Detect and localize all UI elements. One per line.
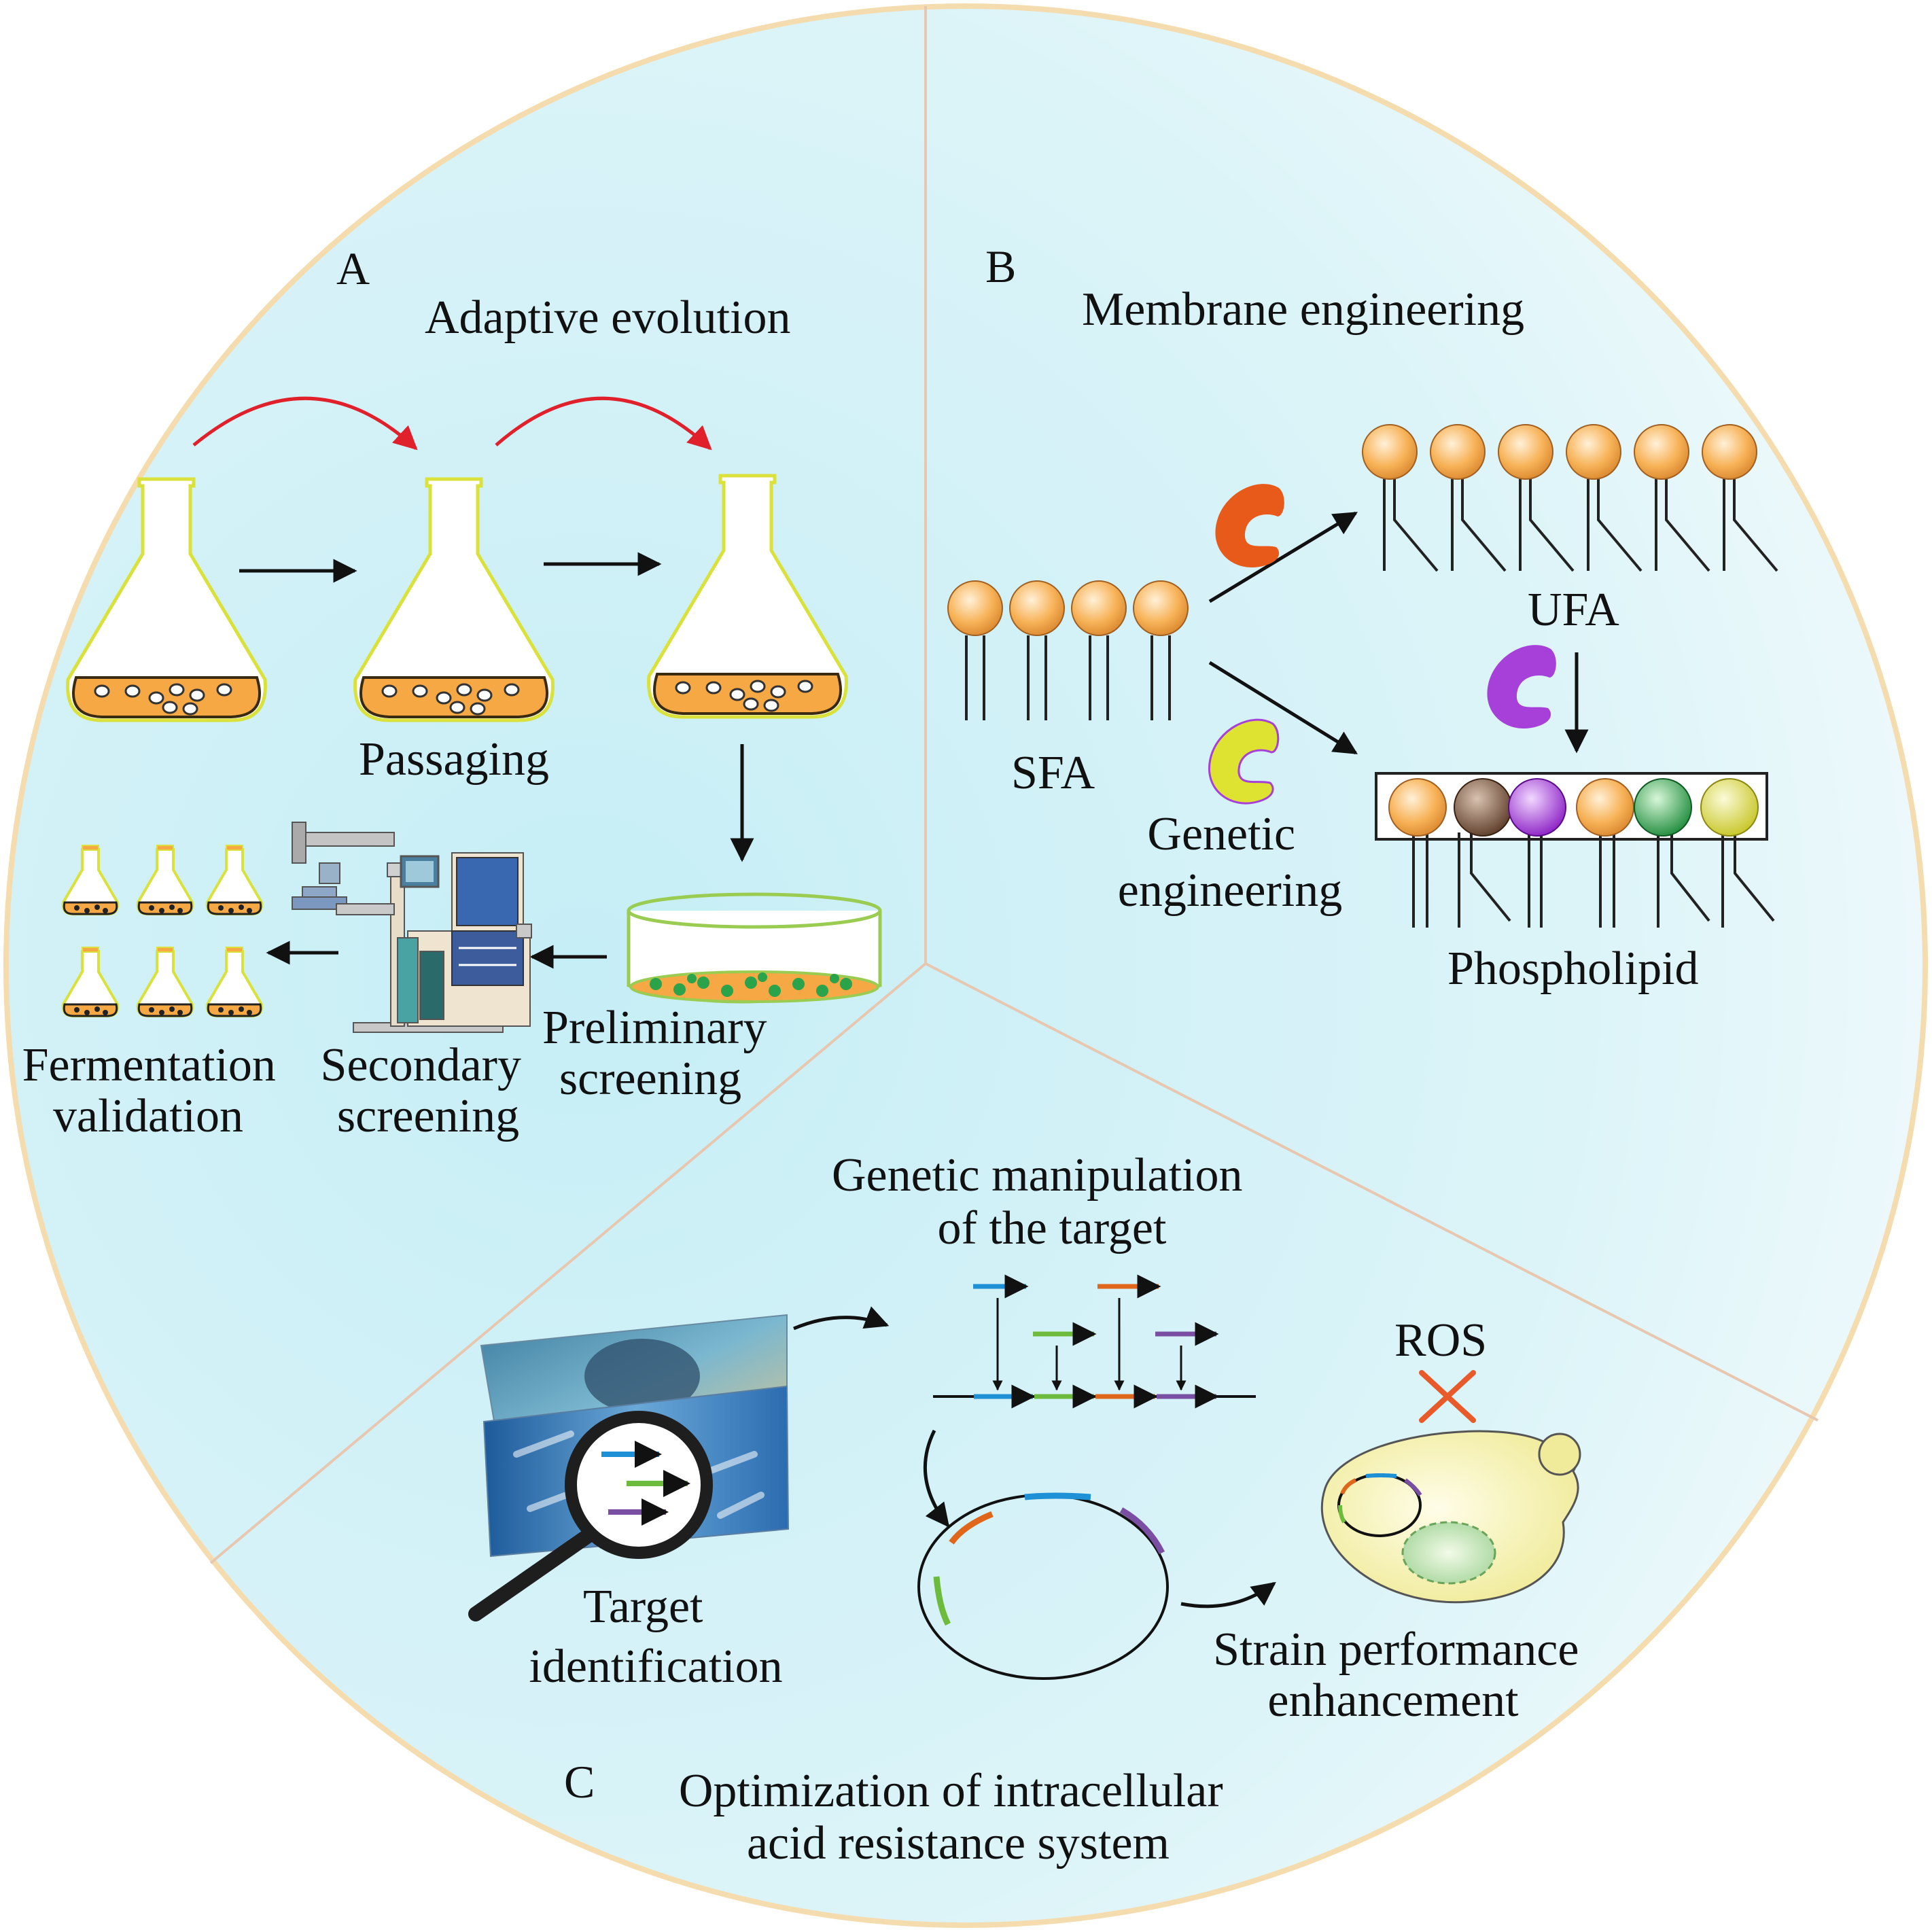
phospholipid-head-brown: [1454, 778, 1512, 837]
phospholipid-lipids: [1375, 772, 1775, 928]
fermentation-line-2: validation: [53, 1090, 243, 1142]
panel-c-title: Optimization of intracellular acid resis…: [679, 1765, 1235, 1869]
fermentation-label: Fermentation validation: [22, 1039, 288, 1142]
phospholipid-head-orange-1: [1388, 778, 1447, 837]
manipulation-label: Genetic manipulation of the target: [832, 1149, 1254, 1254]
ufa-lipids: [1362, 424, 1778, 572]
enzyme-yellow-icon: [1208, 718, 1280, 805]
red-curve-arrow-2: [495, 396, 712, 451]
sfa-lipids: [947, 580, 1189, 720]
phospholipid-head-purple: [1508, 778, 1566, 837]
ros-cross-icon: [1419, 1370, 1476, 1423]
flask-2: [353, 477, 555, 722]
arrow-target-to-manipulation: [793, 1306, 890, 1331]
passaging-label: Passaging: [359, 733, 549, 786]
panel-c-letter: C: [564, 1756, 595, 1808]
ros-label: ROS: [1394, 1314, 1487, 1367]
flask-3: [647, 474, 848, 719]
ufa-label: UFA: [1528, 584, 1619, 636]
enzyme-purple-icon: [1487, 645, 1556, 729]
panel-a-title: Adaptive evolution: [425, 292, 791, 344]
panel-c-title-line-2: acid resistance system: [747, 1817, 1170, 1869]
divider-right: [925, 962, 1819, 1422]
target-line-2: identification: [529, 1640, 782, 1693]
genetic-line-2: engineering: [1118, 864, 1342, 917]
plasmid: [917, 1492, 1169, 1680]
fermentation-line-1: Fermentation: [22, 1039, 276, 1091]
strain-line-2: enhancement: [1267, 1674, 1519, 1727]
preliminary-line-2: screening: [559, 1053, 741, 1105]
gene-insertion-scheme: [933, 1274, 1256, 1409]
strain-line-1: Strain performance: [1213, 1623, 1579, 1676]
phospholipid-head-orange-2: [1576, 778, 1634, 837]
yeast-nucleus: [1401, 1521, 1496, 1585]
panel-b-letter: B: [985, 241, 1016, 292]
panel-c-title-line-1: Optimization of intracellular: [679, 1765, 1223, 1817]
panel-c: Genetic manipulation of the target: [468, 1149, 1591, 1869]
preliminary-label: Preliminary screening: [542, 1002, 779, 1105]
sfa-label: SFA: [1011, 747, 1095, 799]
phospholipid-head-yellow: [1700, 778, 1759, 837]
arrow-sfa-to-ufa: [1208, 511, 1358, 603]
flask-1: [66, 477, 267, 722]
arrow-sfa-to-phospholipid: [1208, 661, 1358, 755]
panel-b-title: Membrane engineering: [1082, 283, 1524, 336]
screening-instrument: [292, 822, 532, 1033]
arrow-manipulation-to-plasmid: [923, 1429, 950, 1528]
yeast-cell: [1320, 1430, 1581, 1604]
panel-a-letter: A: [336, 243, 370, 294]
arrow-plasmid-to-cell: [1180, 1581, 1276, 1609]
small-flasks: [61, 845, 264, 1017]
target-label: Target identification: [529, 1581, 782, 1693]
manipulation-line-2: of the target: [938, 1202, 1167, 1254]
preliminary-line-1: Preliminary: [542, 1002, 767, 1054]
secondary-line-1: Secondary: [321, 1039, 521, 1091]
genetic-line-1: Genetic: [1147, 808, 1295, 860]
petri-dish: [627, 892, 882, 1004]
enzyme-orange-icon: [1215, 484, 1284, 568]
strain-label: Strain performance enhancement: [1213, 1623, 1591, 1727]
secondary-label: Secondary screening: [321, 1039, 533, 1142]
phospholipid-label: Phospholipid: [1447, 943, 1699, 995]
panel-a: A Adaptive evolution: [22, 243, 882, 1142]
manipulation-line-1: Genetic manipulation: [832, 1149, 1243, 1201]
target-image: [468, 1314, 790, 1621]
panel-b: B Membrane engineering SFA UFA G: [947, 241, 1778, 995]
target-line-1: Target: [583, 1581, 703, 1633]
genetic-engineering-label: Genetic engineering: [1118, 808, 1342, 917]
secondary-line-2: screening: [337, 1090, 519, 1142]
red-curve-arrow-1: [192, 396, 418, 451]
phospholipid-head-green: [1634, 778, 1692, 837]
divider-left: [209, 962, 927, 1564]
